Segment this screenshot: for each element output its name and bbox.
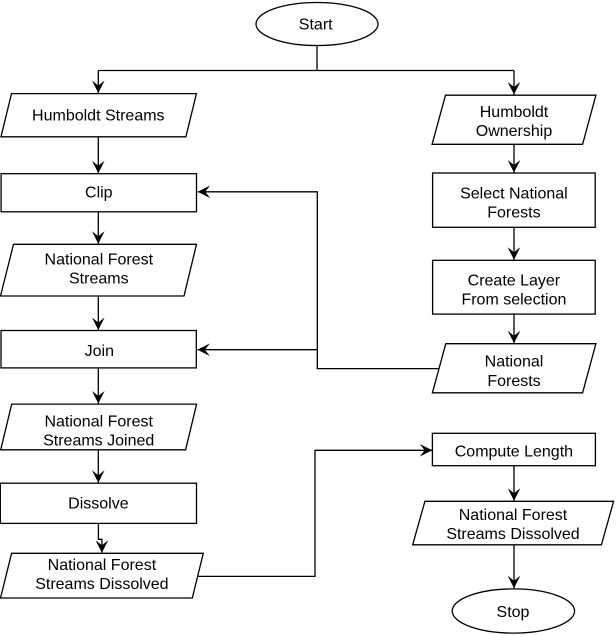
svg-text:National Forest: National Forest bbox=[459, 507, 568, 524]
svg-text:Dissolve: Dissolve bbox=[68, 496, 129, 513]
svg-text:Create Layer: Create Layer bbox=[468, 272, 561, 289]
svg-text:Humboldt: Humboldt bbox=[480, 104, 549, 121]
svg-text:National Forest: National Forest bbox=[44, 414, 153, 431]
svg-text:Compute Length: Compute Length bbox=[455, 444, 573, 461]
svg-text:Streams Joined: Streams Joined bbox=[43, 433, 154, 450]
svg-text:Streams Dissolved: Streams Dissolved bbox=[35, 576, 168, 593]
svg-text:Stop: Stop bbox=[497, 604, 530, 621]
svg-text:Streams Dissolved: Streams Dissolved bbox=[446, 526, 579, 543]
svg-text:Join: Join bbox=[85, 343, 114, 360]
svg-text:National Forest: National Forest bbox=[45, 252, 154, 269]
svg-text:Forests: Forests bbox=[487, 204, 540, 221]
svg-text:National: National bbox=[485, 354, 544, 371]
svg-text:National Forest: National Forest bbox=[48, 557, 157, 574]
svg-text:Clip: Clip bbox=[85, 184, 113, 201]
svg-text:Select National: Select National bbox=[460, 185, 568, 202]
svg-text:Start: Start bbox=[299, 17, 333, 34]
svg-text:Humboldt Streams: Humboldt Streams bbox=[32, 108, 165, 125]
svg-text:Ownership: Ownership bbox=[476, 123, 553, 140]
svg-text:From selection: From selection bbox=[461, 292, 566, 309]
svg-text:Streams: Streams bbox=[69, 271, 129, 288]
svg-text:Forests: Forests bbox=[487, 373, 540, 390]
